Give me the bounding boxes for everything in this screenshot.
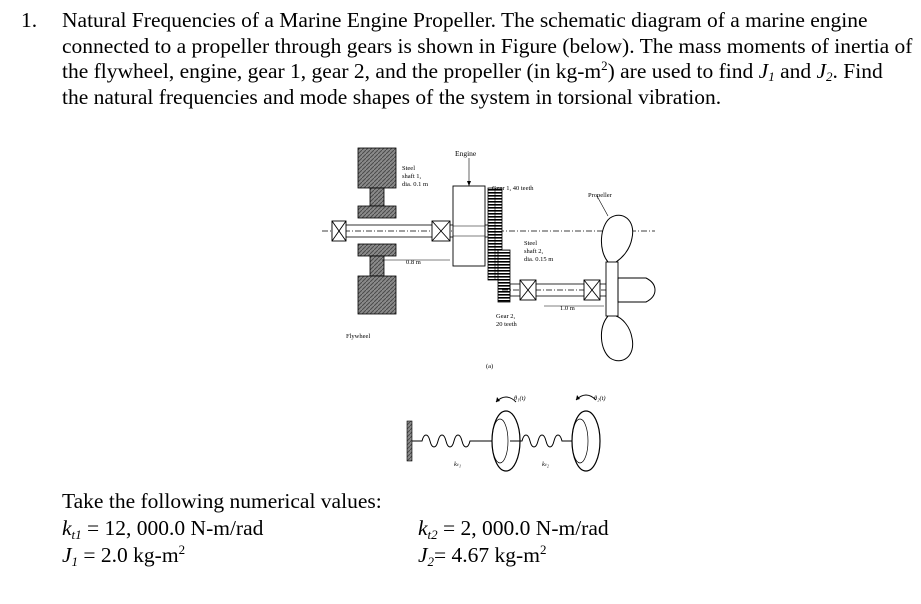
bearing-left: [331, 220, 347, 242]
gear2-label-1: Gear 2,: [496, 313, 516, 320]
propeller: [596, 195, 656, 362]
flywheel: [357, 147, 397, 315]
kt1-subscript: t1: [71, 527, 82, 542]
shaft2-label-2: shaft 2,: [524, 248, 544, 255]
given-j2: J2= 4.67 kg-m2: [418, 543, 546, 568]
shaft1-label-3: dia. 0.1 m: [402, 181, 428, 188]
question-and: and: [774, 59, 817, 84]
unit-superscript: 2: [601, 58, 608, 74]
gear-2: [497, 249, 511, 303]
gear2-label-2: 20 teeth: [496, 321, 518, 328]
question-body-1: The schematic diagram of a marine engine…: [62, 8, 913, 84]
j2-given-subscript: 2: [427, 554, 435, 569]
kt2-symbol: k: [418, 516, 428, 540]
j1-given-subscript: 1: [71, 554, 79, 569]
j1-given-symbol: J: [62, 543, 72, 567]
theta2-label: θ₂(t): [594, 395, 606, 402]
kt2-subscript: t2: [427, 527, 438, 542]
lumped-model: [406, 394, 601, 472]
bearing-shaft2-right: [583, 279, 601, 301]
shaft2-label-1: Steel: [524, 240, 537, 247]
spring-kt1: [412, 434, 492, 448]
disk-j2: [571, 410, 601, 472]
j1-symbol: J: [758, 59, 769, 84]
j2-subscript: 2: [826, 69, 833, 85]
kt2-label: kₜ₂: [542, 461, 550, 468]
shaft2-label-3: dia. 0.15 m: [524, 256, 553, 263]
question-title: Natural Frequencies of a Marine Engine P…: [62, 8, 497, 32]
length-0.8-label: 0.8 m: [406, 259, 421, 266]
kt1-symbol: k: [62, 516, 72, 540]
flywheel-label: Flywheel: [346, 333, 370, 340]
spring-kt2: [510, 434, 574, 448]
theta1-label: θ₁(t): [514, 395, 526, 402]
given-intro: Take the following numerical values:: [62, 489, 382, 513]
marine-engine-figure: Engine Steel shaft 1, dia. 0.1 m Gear 1,…: [322, 147, 656, 472]
given-j1: J1 = 2.0 kg-m2: [62, 543, 185, 568]
engine: [452, 158, 486, 267]
bearing-shaft2-left: [519, 279, 537, 301]
given-kt2: kt2 = 2, 000.0 N-m/rad: [418, 516, 609, 541]
j2-symbol: J: [816, 59, 827, 84]
question-body-3: . Find the natural frequencies and mode …: [62, 59, 883, 109]
fixed-wall: [406, 420, 413, 462]
propeller-label: Propeller: [588, 192, 613, 199]
j1-unit-superscript: 2: [178, 542, 186, 557]
kt1-label: kₜ₁: [454, 461, 461, 468]
figure-part-label: (a): [486, 363, 493, 370]
j1-value: = 2.0 kg-m: [78, 543, 179, 567]
bearing-middle: [431, 220, 451, 242]
question-text: Natural Frequencies of a Marine Engine P…: [62, 8, 914, 110]
kt1-value: = 12, 000.0 N-m/rad: [81, 516, 264, 540]
j1-subscript: 1: [768, 69, 775, 85]
j2-unit-superscript: 2: [539, 542, 547, 557]
question-number: 1.: [21, 8, 38, 32]
given-kt1: kt1 = 12, 000.0 N-m/rad: [62, 516, 263, 541]
j2-value: = 4.67 kg-m: [434, 543, 540, 567]
j2-given-symbol: J: [418, 543, 428, 567]
question-body-2: ) are used to find: [607, 59, 759, 84]
shaft1-label-2: shaft 1,: [402, 173, 422, 180]
engine-label: Engine: [455, 149, 477, 158]
kt2-value: = 2, 000.0 N-m/rad: [437, 516, 609, 540]
gear1-label: Gear 1, 40 teeth: [492, 185, 534, 192]
length-1.0-label: 1.0 m: [560, 305, 575, 312]
shaft1-label-1: Steel: [402, 165, 415, 172]
